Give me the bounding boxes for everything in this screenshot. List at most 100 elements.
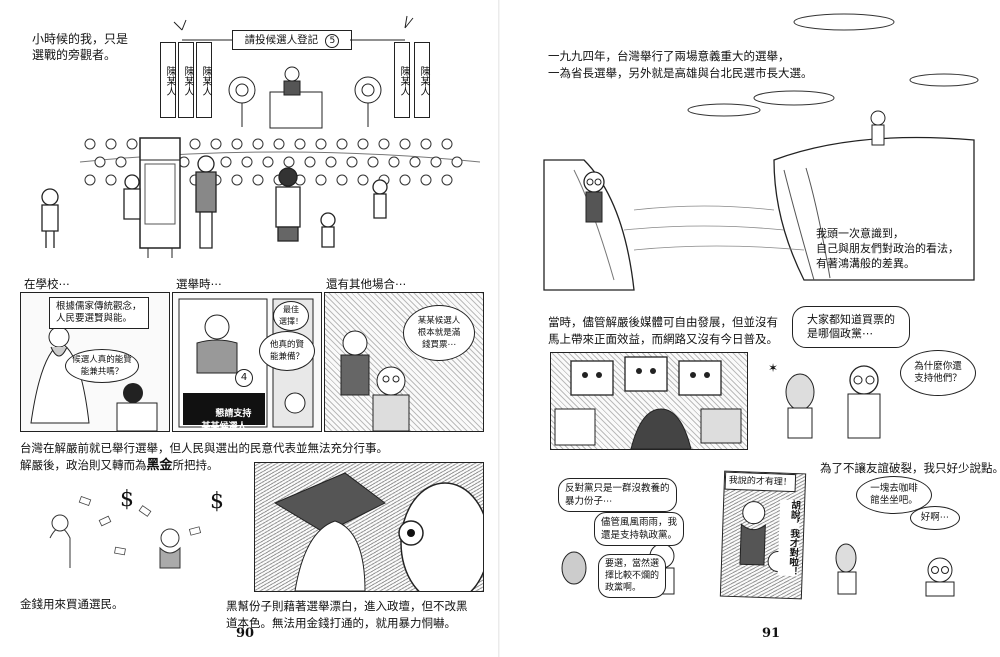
media-caption-line1: 當時，儘管解嚴後媒體可自由發展，但並沒有 [548, 315, 778, 329]
crowd-head [231, 138, 243, 150]
opening-caption: 小時候的我，只是 選戰的旁觀者。 [32, 32, 129, 62]
cliff-caption: 我頭一次意識到， 自己與朋友們對政治的看法， 有著鴻溝般的差異。 [816, 227, 959, 270]
ask-sketch: ✶ [768, 361, 881, 439]
crowd-head [262, 156, 274, 168]
vertical-banner-2: 陳某人 [178, 42, 194, 118]
crowd-head [409, 156, 421, 168]
intro-caption-line2: 一為省長選舉，另外就是高雄與台北民選市長大選。 [548, 66, 813, 80]
shout-wrong: 胡說，我才對啦！ [777, 499, 801, 577]
crowd-head [231, 174, 243, 186]
crowd-head [357, 138, 369, 150]
cliff-scene [543, 0, 984, 291]
left-page-number: 90 [236, 626, 255, 641]
crowd-head [399, 174, 411, 186]
cliff-sketch [543, 13, 979, 291]
mid-caption-before: 解嚴後，政治則又轉而為 [20, 458, 147, 472]
media-panel [550, 352, 748, 450]
opposition-box: 反對黨只是一群沒教養的 暴力份子⋯ [558, 478, 677, 512]
crowd-head [315, 174, 327, 186]
school-speech-bubble: 候選人真的能賢 能兼共嗎？ [65, 349, 139, 383]
crowd-head [315, 138, 327, 150]
money-scene: $ $ [20, 478, 250, 590]
gangster-panel [254, 462, 484, 592]
crowd-head [441, 138, 453, 150]
mid-caption-line1: 台灣在解嚴前就已舉行選舉，但人民與選出的民意代表並無法充分行事。 [20, 441, 388, 455]
poster-number: 4 [235, 369, 253, 387]
black-gold-keyword: 黑金 [146, 458, 173, 473]
crowd-head [420, 138, 432, 150]
mid-caption-after: 所把持。 [172, 458, 219, 472]
rally-illustration [20, 12, 482, 262]
right-page-number: 91 [762, 626, 781, 641]
crowd-row-back [79, 151, 481, 163]
crowd-head [252, 174, 264, 186]
gangster-caption-line1: 黑幫份子則藉著選舉漂白，進入政壇，但不改黑 [226, 599, 468, 613]
coffee-sketch [835, 543, 955, 597]
crowd-head [346, 156, 358, 168]
svg-text:$: $ [210, 489, 224, 514]
crowd-head [189, 138, 201, 150]
gangster-caption-line2: 道本色。無法用金錢打通的，就用暴力恫嚇。 [226, 616, 456, 630]
crowd-head [283, 156, 295, 168]
crowd-head [441, 174, 453, 186]
vertical-banner-5: 陳某人 [414, 42, 430, 118]
neighbors-sketch [340, 330, 410, 431]
crowd-head [420, 174, 432, 186]
crowd-head [325, 156, 337, 168]
svg-text:$: $ [120, 487, 134, 512]
coffee-scene [812, 474, 984, 597]
ok-bubble: 好啊⋯ [910, 506, 960, 530]
crowd-head [336, 174, 348, 186]
money-caption: 金錢用來買通選民。 [20, 597, 124, 611]
mid-caption-line2: 解嚴後，政治則又轉而為黑金所把持。 [20, 457, 219, 474]
other-speech-bubble: 某某候選人 根本就是滿 錢買票⋯ [403, 305, 475, 361]
school-caption-box: 根據儒家傳統觀念， 人民要選賢與能。 [49, 297, 149, 329]
crowd-head [336, 138, 348, 150]
crowd-head [399, 138, 411, 150]
crowd-head [126, 138, 138, 150]
left-page: 小時候的我，只是 選戰的旁觀者。 請投候選人登記 5 陳某人 陳某人 陳某人 陳… [20, 12, 484, 641]
crowd-head [105, 138, 117, 150]
school-panel: 根據儒家傳統觀念， 人民要選賢與能。 候選人真的能賢 能兼共嗎？ [20, 292, 170, 432]
shout-right: 我說的才有理！ [724, 471, 797, 493]
rally-sketch [41, 66, 481, 258]
vertical-banner-4: 陳某人 [394, 42, 410, 118]
gangster-sketch [273, 472, 483, 591]
crowd-head [94, 156, 106, 168]
money-sketch: $ $ [49, 487, 224, 569]
svg-text:✶: ✶ [768, 361, 778, 375]
vertical-banner-3: 陳某人 [196, 42, 212, 118]
banner-strings [173, 15, 414, 41]
crowd-head [378, 138, 390, 150]
crowd-head [304, 156, 316, 168]
registration-banner: 請投候選人登記 5 [232, 30, 352, 50]
right-page: 一九九四年，台灣舉行了兩場意義重大的選舉， 一為省長選舉，另外就是高雄與台北民選… [500, 0, 1000, 657]
ask-scene: ✶ [754, 296, 984, 446]
school-label: 在學校⋯ [24, 277, 70, 291]
why-support-bubble: 為什麼你還 支持他們？ [900, 350, 976, 396]
vertical-banner-1: 陳某人 [160, 42, 176, 118]
support-poster: 懇請支持 某某候選人 [183, 393, 265, 431]
crowd-head [210, 138, 222, 150]
crowd-head [273, 138, 285, 150]
election-label: 選舉時⋯ [176, 277, 222, 291]
banner-number: 5 [325, 34, 340, 48]
crowd-head [367, 156, 379, 168]
crowd-head [357, 174, 369, 186]
crowd-head [388, 156, 400, 168]
crowd-head [294, 138, 306, 150]
crowd-head [220, 156, 232, 168]
crowd-head [84, 174, 96, 186]
support-poster-text: 懇請支持 某某候選人 [201, 409, 252, 432]
intro-caption-line1: 一九九四年，台灣舉行了兩場意義重大的選舉， [548, 49, 790, 63]
media-caption-line2: 馬上帶來正面效益，而網路又沒有今日普及。 [548, 332, 778, 346]
election-speech-bubble: 他真的賢 能兼備？ [259, 331, 315, 371]
tv-sketch [554, 356, 742, 449]
best-choice-bubble: 最佳 選擇！ [273, 301, 309, 331]
crowd-head [451, 156, 463, 168]
other-panel: 某某候選人 根本就是滿 錢買票⋯ [324, 292, 484, 432]
crowd-head [115, 156, 127, 168]
crowd-head [241, 156, 253, 168]
crowd-head [252, 138, 264, 150]
crowd-head [430, 156, 442, 168]
